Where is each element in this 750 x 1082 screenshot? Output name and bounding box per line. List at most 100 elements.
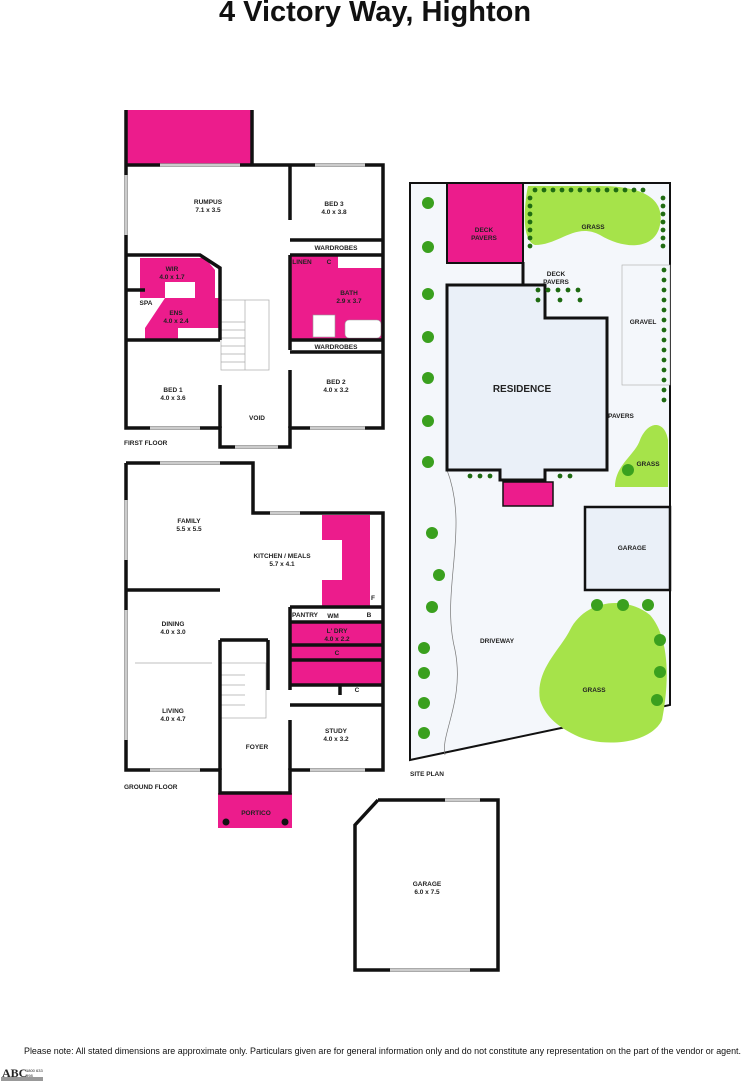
tree-icon	[426, 601, 438, 613]
tree-icon	[622, 464, 634, 476]
bed2-size: 4.0 x 3.2	[323, 387, 349, 394]
shrub-icon	[535, 297, 541, 303]
shrub-icon	[527, 195, 533, 201]
wir-label: WIR	[166, 266, 179, 273]
stairs-ground	[220, 662, 267, 719]
portico-label: PORTICO	[241, 810, 271, 817]
shrub-icon	[595, 187, 601, 193]
site-garage	[583, 505, 672, 592]
shrub-icon	[661, 287, 667, 293]
company-logo: ABC 1800 633 998	[1, 1066, 43, 1082]
shrub-icon	[661, 277, 667, 283]
tree-icon	[418, 642, 430, 654]
shrub-icon	[586, 187, 592, 193]
shrub-icon	[661, 367, 667, 373]
shrub-icon	[661, 327, 667, 333]
ens-area	[145, 298, 220, 340]
spa-label: SPA	[140, 300, 153, 307]
family-size: 5.5 x 5.5	[176, 526, 202, 533]
shrub-icon	[661, 337, 667, 343]
shrub-icon	[660, 195, 666, 201]
garage-size: 6.0 x 7.5	[414, 889, 440, 896]
ground-floor-plan: FAMILY 5.5 x 5.5 KITCHEN / MEALS 5.7 x 4…	[124, 461, 385, 828]
shrub-icon	[640, 187, 646, 193]
kitchen-island	[322, 540, 342, 580]
void-label: VOID	[249, 415, 265, 422]
tree-icon	[418, 667, 430, 679]
tree-icon	[422, 415, 434, 427]
deck-pavers-label: PAVERS	[471, 235, 497, 242]
family-label: FAMILY	[177, 518, 201, 525]
shrub-icon	[577, 297, 583, 303]
tree-icon	[654, 666, 666, 678]
page-title: 4 Victory Way, Highton	[218, 0, 532, 28]
grass-big-area	[539, 603, 667, 743]
residence-area	[445, 262, 609, 482]
site-garage-label: GARAGE	[618, 545, 647, 552]
shrub-icon	[527, 227, 533, 233]
wardrobes-label: WARDROBES	[315, 344, 359, 351]
study-size: 4.0 x 3.2	[323, 736, 349, 743]
site-plan-label: SITE PLAN	[410, 771, 444, 778]
grass-label: GRASS	[636, 461, 660, 468]
shrub-icon	[557, 473, 563, 479]
shrub-icon	[527, 219, 533, 225]
shrub-icon	[545, 287, 551, 293]
bed1-size: 4.0 x 3.6	[160, 395, 186, 402]
ens-label: ENS	[169, 310, 183, 317]
fridge-label: F	[371, 595, 375, 602]
residence-label: RESIDENCE	[493, 384, 552, 395]
tree-icon	[617, 599, 629, 611]
living-label: LIVING	[162, 708, 184, 715]
first-floor-label: FIRST FLOOR	[124, 440, 168, 447]
first-floor-plan: RUMPUS 7.1 x 3.5 BED 3 4.0 x 3.8 WARDROB…	[124, 110, 385, 449]
shrub-icon	[631, 187, 637, 193]
shrub-icon	[661, 297, 667, 303]
tree-icon	[422, 456, 434, 468]
driveway-label: DRIVEWAY	[480, 638, 515, 645]
first-floor-windows	[124, 163, 365, 449]
trees	[418, 187, 667, 739]
shrub-icon	[622, 187, 628, 193]
foyer-label: FOYER	[246, 744, 269, 751]
shrub-icon	[604, 187, 610, 193]
pantry-label: PANTRY	[292, 612, 319, 619]
shrub-icon	[527, 243, 533, 249]
column	[281, 818, 289, 826]
shower	[312, 314, 336, 338]
shrub-icon	[567, 473, 573, 479]
rumpus-size: 7.1 x 3.5	[195, 207, 221, 214]
grass-label: GRASS	[582, 687, 606, 694]
shrub-icon	[575, 287, 581, 293]
shrub-icon	[559, 187, 565, 193]
shrub-icon	[577, 187, 583, 193]
shrub-icon	[527, 211, 533, 217]
deck-pavers-label: PAVERS	[543, 279, 569, 286]
dining-label: DINING	[162, 621, 185, 628]
shrub-icon	[661, 267, 667, 273]
bath-size: 2.9 x 3.7	[336, 298, 362, 305]
logo-phone: 1800 633 998	[26, 1068, 43, 1078]
garage-plan: GARAGE 6.0 x 7.5	[353, 798, 500, 972]
shrub-icon	[467, 473, 473, 479]
gravel-label: GRAVEL	[630, 319, 657, 326]
linen-area	[290, 255, 338, 268]
portico-area	[218, 793, 292, 828]
powder-area	[290, 660, 383, 685]
shrub-icon	[613, 187, 619, 193]
tree-icon	[422, 331, 434, 343]
shrub-icon	[661, 347, 667, 353]
wardrobes-label: WARDROBES	[315, 245, 359, 252]
shrub-icon	[660, 211, 666, 217]
shrub-icon	[487, 473, 493, 479]
shrub-icon	[661, 377, 667, 383]
gravel-area	[621, 264, 671, 386]
bathtub	[344, 319, 382, 339]
living-size: 4.0 x 4.7	[160, 716, 186, 723]
kitchen-label: KITCHEN / MEALS	[253, 553, 311, 560]
deck-pavers-label: DECK	[547, 271, 566, 278]
shrub-icon	[568, 187, 574, 193]
study-label: STUDY	[325, 728, 348, 735]
tree-icon	[422, 241, 434, 253]
